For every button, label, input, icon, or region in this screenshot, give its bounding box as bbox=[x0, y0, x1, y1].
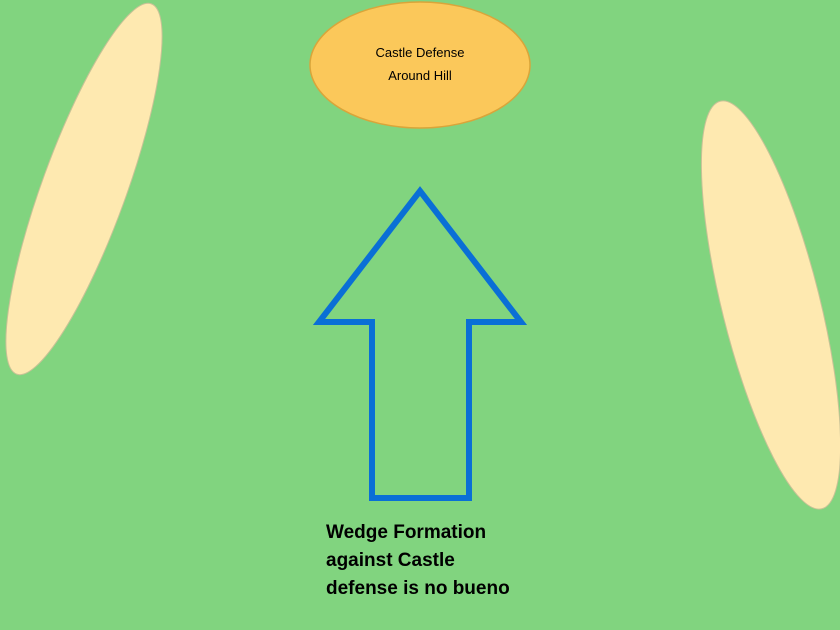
wedge-formation-arrow bbox=[312, 186, 528, 501]
castle-defense-node: Castle Defense Around Hill bbox=[309, 1, 531, 129]
caption-line3: defense is no bueno bbox=[326, 578, 510, 599]
right-hill-flank bbox=[700, 100, 840, 510]
castle-label-line2: Around Hill bbox=[388, 68, 452, 83]
caption-line1: Wedge Formation bbox=[326, 522, 487, 543]
castle-label-line1: Castle Defense bbox=[376, 45, 465, 60]
wedge-caption: Wedge Formation against Castle defense i… bbox=[326, 519, 626, 603]
caption-line2: against Castle bbox=[326, 550, 455, 571]
left-hill-flank bbox=[5, 2, 163, 376]
castle-ellipse bbox=[309, 1, 531, 129]
